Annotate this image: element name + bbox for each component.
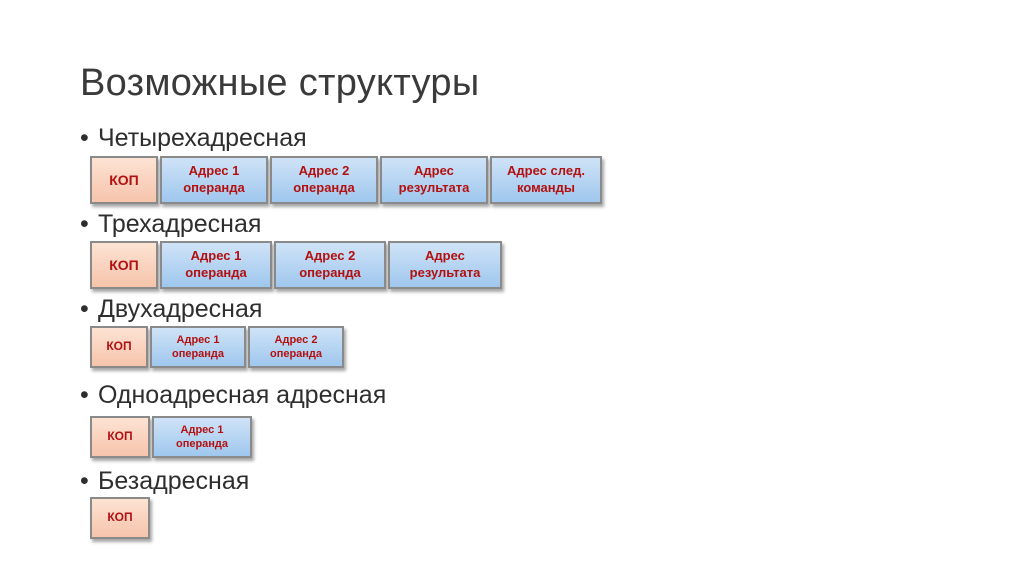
opcode-field: КОП	[90, 241, 158, 289]
opcode-field: КОП	[90, 326, 148, 368]
bullet-dot: •	[80, 295, 89, 323]
bullet-two-address: • Двухадресная	[80, 295, 262, 324]
opcode-field: КОП	[90, 416, 150, 458]
slide-title: Возможные структуры	[80, 62, 480, 104]
structure-label: Двухадресная	[98, 295, 263, 323]
bullet-zero-address: • Безадресная	[80, 467, 249, 496]
bullet-dot: •	[80, 467, 89, 495]
instruction-format-zero-address: КОП	[90, 497, 152, 539]
bullet-dot: •	[80, 210, 89, 238]
next-instruction-address-field: Адрес след.команды	[490, 156, 602, 204]
bullet-dot: •	[80, 381, 89, 409]
opcode-field: КОП	[90, 497, 150, 539]
bullet-one-address: • Одноадресная адресная	[80, 381, 386, 410]
bullet-three-address: • Трехадресная	[80, 210, 261, 239]
structure-label: Четырехадресная	[98, 124, 307, 152]
structure-label: Безадресная	[98, 467, 250, 495]
structure-label: Одноадресная адресная	[98, 381, 387, 409]
bullet-four-address: • Четырехадресная	[80, 124, 307, 153]
structure-label: Трехадресная	[98, 210, 262, 238]
opcode-field: КОП	[90, 156, 158, 204]
bullet-dot: •	[80, 124, 89, 152]
